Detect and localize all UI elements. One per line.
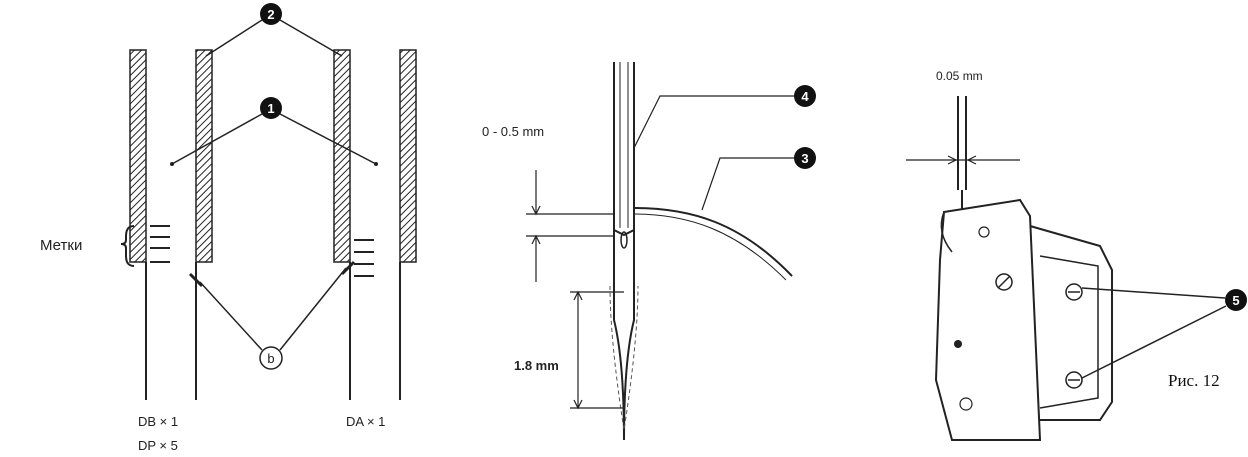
callout-4-marker <box>794 85 816 107</box>
left-needle-bar-left-wall <box>129 49 147 263</box>
gap-bottom-label: 1.8 mm <box>514 358 559 373</box>
left-needle-type-1: DB × 1 <box>138 414 178 429</box>
left-needle-bar-right-wall <box>195 49 213 263</box>
right-needle-type: DA × 1 <box>346 414 385 429</box>
gap-top-label: 0 - 0.5 mm <box>482 124 544 139</box>
needle-bar-panel: Метки 2 1 b DB × 1 DP × 5 DA × 1 <box>40 3 417 453</box>
hook-assembly-panel: 0.05 mm 5 <box>906 69 1247 441</box>
hook-gap-label: 0.05 mm <box>936 69 983 83</box>
marks-bracket <box>120 225 135 267</box>
hook <box>633 207 793 277</box>
callout-b-label: b <box>267 351 274 366</box>
hook-body <box>934 198 1042 441</box>
callout-2-label: 2 <box>267 7 274 22</box>
marks-label: Метки <box>40 237 82 254</box>
right-needle-bar-right-wall <box>399 49 417 263</box>
needle <box>613 62 635 237</box>
left-needle-type-2: DP × 5 <box>138 438 178 453</box>
callout-1-marker <box>260 97 282 119</box>
left-reference-marks <box>150 225 170 263</box>
callout-1-label: 1 <box>267 101 274 116</box>
callout-b-marker <box>259 346 283 370</box>
callout-3-label: 3 <box>801 151 808 166</box>
callout-3-marker <box>794 147 816 169</box>
callout-4-label: 4 <box>801 89 809 104</box>
right-needle-bar-left-wall <box>333 49 351 263</box>
right-reference-marks <box>354 239 374 277</box>
callout-5-marker <box>1225 289 1247 311</box>
needle-hook-panel: 0 - 0.5 mm 1.8 mm 4 3 <box>482 62 816 441</box>
figure-caption: Рис. 12 <box>1168 371 1220 390</box>
callout-5-label: 5 <box>1232 293 1239 308</box>
callout-2-marker <box>260 3 282 25</box>
